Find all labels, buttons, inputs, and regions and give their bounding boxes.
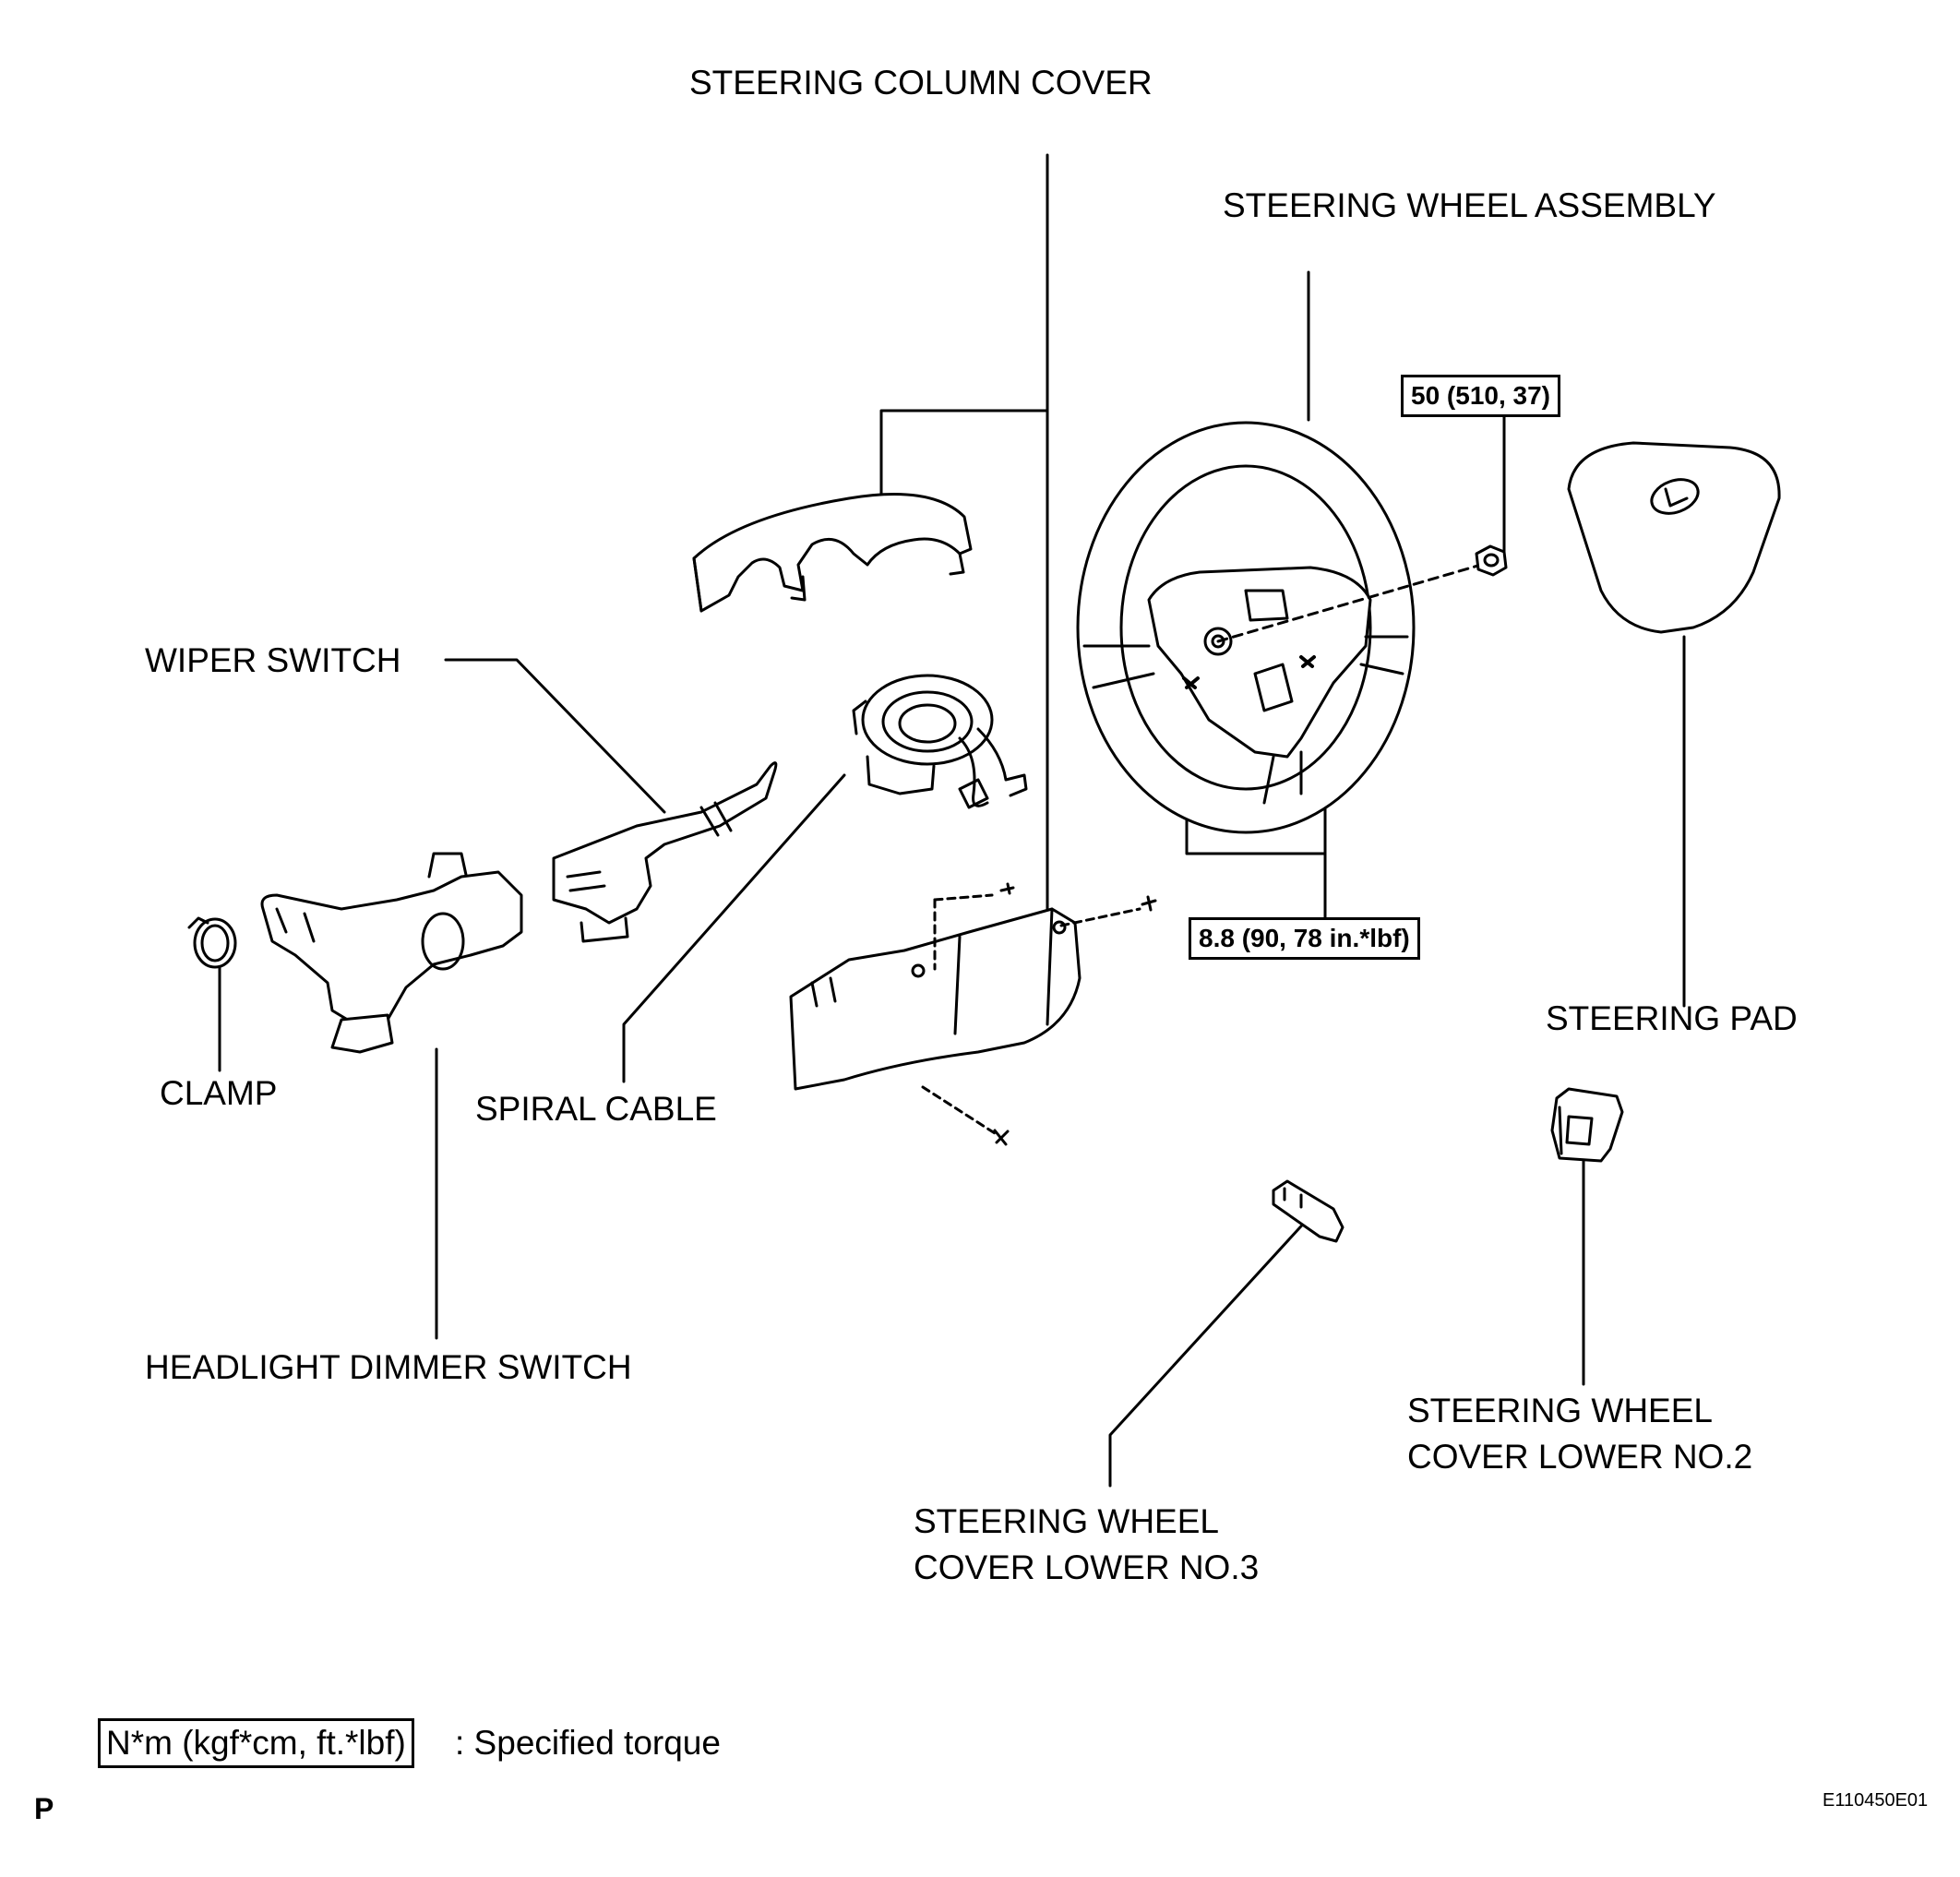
column-cover-lower-part: [789, 907, 1082, 1091]
legend-torque-text: : Specified torque: [455, 1724, 721, 1762]
label-clamp: CLAMP: [160, 1074, 278, 1112]
legend-torque-unit-box: N*m (kgf*cm, ft.*lbf): [98, 1718, 414, 1768]
steering-wheel-nut: [1475, 544, 1508, 577]
label-spiral-cable: SPIRAL CABLE: [475, 1090, 717, 1128]
leader-cover-lower-no3: [1108, 1216, 1310, 1488]
label-headlight-dimmer-switch: HEADLIGHT DIMMER SWITCH: [145, 1348, 632, 1386]
leader-lines: [218, 153, 1686, 1488]
leader-spiral-cable: [622, 773, 846, 1083]
column-cover-upper-part: [692, 493, 973, 613]
wiper-switch-part: [552, 761, 778, 943]
leader-wiper-switch: [444, 658, 666, 814]
steering-wheel-part: [1076, 421, 1483, 834]
label-cover-lower-no3-line2: COVER LOWER NO.3: [914, 1548, 1260, 1586]
cover-lower-no3-part: [1272, 1179, 1345, 1243]
column-cover-screws: [921, 882, 1157, 1146]
corner-mark: P: [34, 1792, 54, 1825]
headlight-dimmer-switch-part: [260, 852, 523, 1054]
label-cover-lower-no2-line2: COVER LOWER NO.2: [1407, 1438, 1753, 1476]
label-wiper-switch: WIPER SWITCH: [145, 641, 401, 679]
cover-lower-no2-part: [1550, 1087, 1624, 1163]
spiral-cable-part: [852, 674, 1028, 809]
torque-callout-screws: 8.8 (90, 78 in.*lbf): [1189, 917, 1420, 960]
torque-callout-nut: 50 (510, 37): [1401, 375, 1560, 417]
clamp-part: [187, 916, 237, 969]
label-steering-pad: STEERING PAD: [1546, 999, 1798, 1037]
label-cover-lower-no2-line1: STEERING WHEEL: [1407, 1392, 1713, 1429]
leader-column-cover-upper: [879, 409, 1049, 508]
label-steering-column-cover: STEERING COLUMN COVER: [689, 64, 1153, 102]
steering-pad-part: [1567, 441, 1781, 634]
label-cover-lower-no3-line1: STEERING WHEEL: [914, 1502, 1219, 1540]
label-steering-wheel-assembly: STEERING WHEEL ASSEMBLY: [1223, 186, 1716, 224]
figure-code: E110450E01: [1823, 1790, 1929, 1811]
